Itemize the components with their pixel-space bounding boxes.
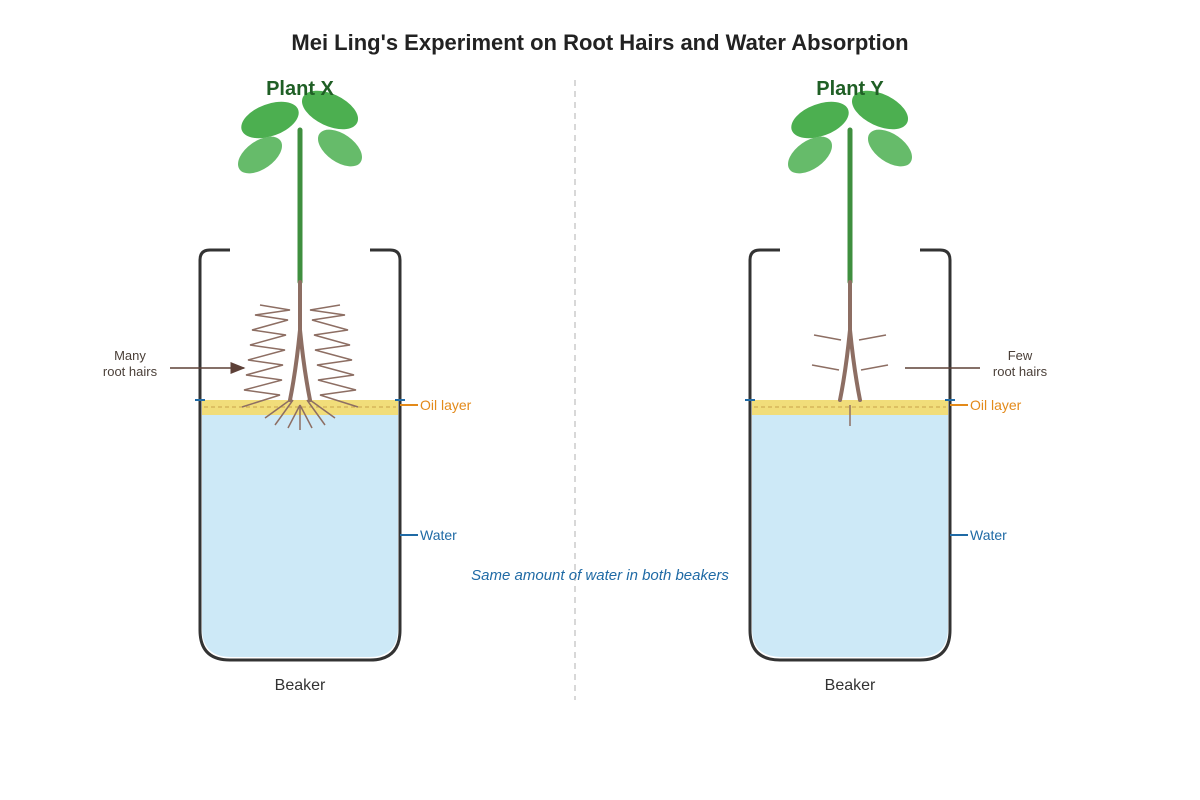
leaf [851, 90, 909, 130]
root-hairs-right [309, 304, 359, 408]
plant-x-setup: Plant X Many root hairs Oil layer Water … [103, 78, 472, 694]
main-root [288, 280, 302, 402]
root-tips [264, 399, 336, 430]
beaker-label: Beaker [825, 677, 876, 694]
leaf [318, 129, 362, 167]
root-hair-label-line2: root hairs [103, 364, 158, 379]
root-hair-label-line1: Few [1008, 348, 1033, 363]
water-label: Water [970, 527, 1007, 543]
root-hairs [811, 334, 889, 371]
water-label: Water [420, 527, 457, 543]
water-region [752, 410, 948, 657]
beaker-outline [748, 248, 952, 662]
oil-layer-label: Oil layer [970, 397, 1022, 413]
same-water-note: Same amount of water in both beakers [471, 567, 729, 584]
leaf [241, 101, 299, 139]
plant-label: Plant Y [816, 78, 884, 100]
beaker-outline [198, 248, 402, 662]
leaf [791, 101, 849, 139]
leaf [301, 90, 359, 130]
main-root [848, 328, 862, 402]
root-hair-label-line1: Many [114, 348, 146, 363]
leaf [238, 136, 282, 174]
main-root [298, 328, 312, 402]
plant-label: Plant X [266, 78, 334, 100]
leaf [868, 129, 912, 167]
beaker-label: Beaker [275, 677, 326, 694]
diagram-title: Mei Ling's Experiment on Root Hairs and … [291, 30, 908, 55]
root-hair-label-line2: root hairs [993, 364, 1048, 379]
water-region [202, 410, 398, 657]
plant-y-setup: Plant Y Few root hairs Oil layer Water B… [745, 78, 1048, 694]
leaf [788, 136, 832, 174]
root-hairs-left [241, 304, 291, 408]
oil-layer-label: Oil layer [420, 397, 472, 413]
main-root [838, 280, 852, 402]
